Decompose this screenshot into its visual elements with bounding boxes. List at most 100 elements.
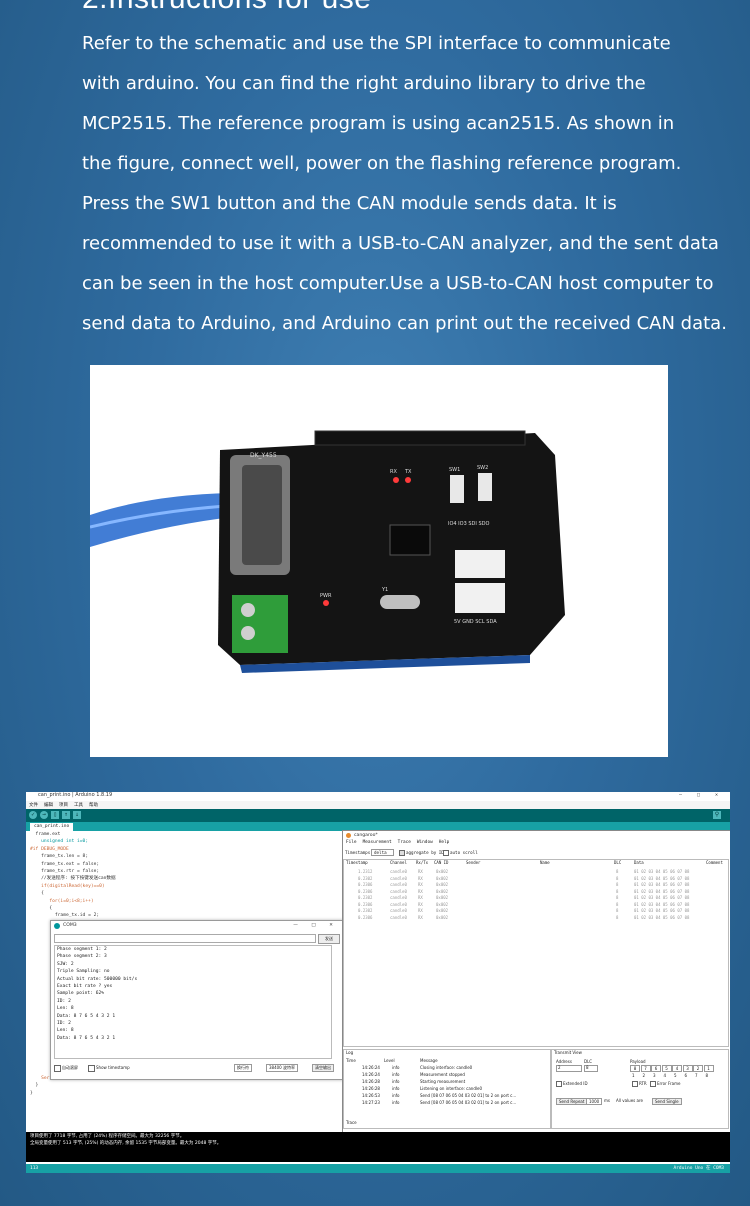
col-data[interactable]: Data: [634, 860, 644, 865]
col-channel[interactable]: Channel: [390, 860, 407, 865]
rtr-checkbox[interactable]: [632, 1081, 638, 1087]
terminal-screw: [241, 626, 255, 640]
payload-byte-input[interactable]: 1: [703, 1065, 714, 1072]
cangaroo-menubar: File Measurement Trace Window Help: [343, 840, 730, 848]
col-rxtx[interactable]: Rx/Tx: [416, 860, 429, 865]
serial-send-button[interactable]: 发送: [318, 934, 340, 944]
log-cell-msg: Closing interface: candle0: [420, 1065, 473, 1070]
tab-can-print[interactable]: can_print.ino: [30, 823, 74, 831]
trace-cell-dir: RX: [418, 875, 423, 881]
log-cell-level: info: [392, 1072, 400, 1077]
menu-window[interactable]: Window: [416, 840, 433, 845]
baud-select[interactable]: 38400 波特率: [266, 1064, 298, 1072]
send-repeat-button[interactable]: Send Repeat: [556, 1098, 588, 1105]
trace-cell-id: 0x002: [436, 888, 449, 894]
serial-send-input[interactable]: [54, 934, 316, 943]
section-title: 2.Instructions for use: [82, 0, 371, 16]
error-frame-checkbox[interactable]: [650, 1081, 656, 1087]
timestamps-select[interactable]: delta: [371, 849, 394, 856]
new-button[interactable]: ▯: [51, 811, 59, 819]
dlc-value: 8: [586, 1065, 589, 1070]
trace-cell-dlc: 8: [616, 869, 619, 874]
trace-cell-dir: RX: [418, 901, 423, 907]
pcb-underlay: [240, 655, 530, 673]
col-canid[interactable]: CAN ID: [434, 860, 449, 865]
trace-cell-dir: RX: [418, 888, 423, 894]
payload-byte-index: 5: [674, 1073, 677, 1078]
payload-byte-index: 7: [695, 1073, 698, 1078]
autoscroll-label: auto scroll: [450, 850, 478, 855]
payload-byte-input[interactable]: 2: [693, 1065, 703, 1072]
log-title: Log: [346, 1050, 354, 1055]
menu-help[interactable]: 帮助: [89, 803, 98, 808]
window-controls[interactable]: — □ ✕: [678, 792, 724, 798]
log-cell-time: 14:27:23: [362, 1100, 380, 1105]
menu-sketch[interactable]: 项目: [59, 803, 68, 808]
menu-help[interactable]: Help: [438, 840, 450, 845]
mcp2515-chip: [389, 524, 431, 556]
col-comment[interactable]: Comment: [706, 860, 723, 865]
extended-id-checkbox[interactable]: [556, 1081, 562, 1087]
serial-monitor-button[interactable]: ⚲: [713, 811, 721, 819]
trace-cell-id: 0x002: [436, 882, 449, 887]
header-top: [314, 430, 526, 446]
log-cell-time: 14:26:24: [362, 1072, 380, 1077]
clear-output-button[interactable]: 清空输出: [312, 1064, 334, 1072]
extended-id-label: Extended ID: [563, 1081, 588, 1086]
trace-cell-dlc: 8: [616, 908, 619, 913]
autoscroll-checkbox[interactable]: [443, 850, 449, 856]
white-connector: [455, 583, 505, 613]
col-name[interactable]: Name: [540, 860, 550, 865]
menu-edit[interactable]: 编辑: [44, 803, 53, 808]
trace-cell-ts: 0.2306: [358, 901, 373, 907]
aggregate-checkbox[interactable]: [399, 850, 405, 856]
instruction-line: Press the SW1 button and the CAN module …: [82, 193, 617, 214]
tab-trace[interactable]: Trace: [346, 1120, 357, 1125]
compile-console: 项目使用了 7718 字节, 占用了 (24%) 程序存储空间。最大为 3225…: [26, 1132, 730, 1162]
menu-trace[interactable]: Trace: [397, 840, 411, 845]
silk-io-labels: IO4 IO3 SDI SDO: [448, 521, 489, 527]
timestamp-checkbox[interactable]: [88, 1065, 95, 1072]
payload-byte-input[interactable]: 6: [651, 1065, 661, 1072]
payload-byte-input[interactable]: 5: [661, 1065, 672, 1072]
window-controls[interactable]: — □ ✕: [293, 923, 339, 928]
menu-tools[interactable]: 工具: [74, 803, 83, 808]
open-button[interactable]: ↑: [62, 811, 70, 819]
repeat-interval-input[interactable]: 1000: [586, 1098, 603, 1105]
instruction-line: with arduino. You can find the right ard…: [82, 73, 646, 94]
payload-byte-input[interactable]: 4: [672, 1065, 682, 1072]
col-timestamp[interactable]: Timestamp: [346, 860, 368, 865]
trace-cell-data: 01 02 03 04 05 06 07 08: [634, 908, 690, 913]
serial-line: Len: 8: [57, 1006, 74, 1012]
payload-byte-input[interactable]: 8: [630, 1065, 640, 1072]
payload-byte-input[interactable]: 7: [640, 1065, 651, 1072]
dlc-input[interactable]: [584, 1065, 598, 1072]
col-sender[interactable]: Sender: [466, 860, 481, 865]
send-single-button[interactable]: Send Single: [652, 1098, 682, 1105]
payload-byte-input[interactable]: 3: [682, 1065, 693, 1072]
menu-measurement[interactable]: Measurement: [362, 840, 392, 845]
serial-line: Sample point: 62%: [57, 991, 105, 997]
autoscroll-checkbox[interactable]: [54, 1065, 61, 1072]
line-ending-select[interactable]: 换行符: [234, 1064, 252, 1072]
col-dlc[interactable]: DLC: [614, 860, 622, 865]
address-input[interactable]: [556, 1065, 582, 1072]
menu-file[interactable]: 文件: [29, 803, 38, 808]
rtr-label: RTR: [639, 1081, 647, 1086]
upload-button[interactable]: →: [40, 811, 48, 819]
menu-file[interactable]: File: [346, 840, 357, 845]
log-cell-time: 14:26:28: [362, 1086, 380, 1091]
payload-byte-index: 1: [632, 1073, 635, 1078]
verify-button[interactable]: ✓: [29, 811, 37, 819]
save-button[interactable]: ↓: [73, 811, 81, 819]
trace-cell-ch: candle0: [390, 895, 407, 900]
